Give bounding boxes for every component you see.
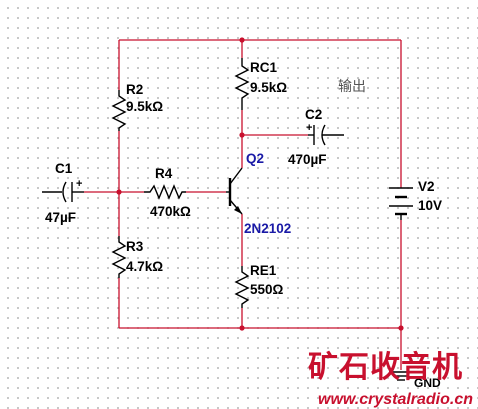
r3-name: R3 <box>126 239 144 254</box>
transistor-q2: Q2 2N2102 <box>226 151 291 236</box>
rc1-name: RC1 <box>250 60 277 75</box>
junction-dot <box>239 132 245 138</box>
re1-name: RE1 <box>250 263 277 278</box>
junction-dot <box>239 325 245 331</box>
c2-name: C2 <box>305 107 322 122</box>
battery-v2: V2 10V <box>389 179 442 220</box>
junction-dot <box>398 325 404 331</box>
c1-polarity: + <box>76 178 82 190</box>
v2-name: V2 <box>418 179 435 194</box>
ground-symbol: GND <box>389 371 441 390</box>
watermark-title: 矿石收音机 <box>308 350 463 385</box>
q2-model: 2N2102 <box>244 221 291 236</box>
resistor-r4: R4 470kΩ <box>144 166 191 219</box>
re1-value: 550Ω <box>250 282 284 297</box>
r4-value: 470kΩ <box>150 204 191 219</box>
junction-dots <box>116 37 404 331</box>
resistor-rc1: RC1 9.5kΩ <box>234 58 287 110</box>
capacitor-c1: + C1 47µF <box>42 161 84 225</box>
r2-value: 9.5kΩ <box>126 99 163 114</box>
output-label: 输出 <box>338 79 366 95</box>
c2-value: 470µF <box>288 152 327 167</box>
r2-name: R2 <box>126 82 143 97</box>
r3-value: 4.7kΩ <box>126 259 163 274</box>
emitter-arrow-icon <box>234 206 242 214</box>
rc1-value: 9.5kΩ <box>250 80 287 95</box>
resistor-r3: R3 4.7kΩ <box>111 236 163 278</box>
resistor-r2: R2 9.5kΩ <box>111 82 163 131</box>
junction-dot <box>116 189 122 195</box>
v2-value: 10V <box>418 198 442 213</box>
ground-label: GND <box>414 376 441 390</box>
q2-name: Q2 <box>246 151 264 166</box>
c1-value: 47µF <box>45 210 76 225</box>
resistor-re1: RE1 550Ω <box>234 263 284 308</box>
watermark-url: www.crystalradio.cn <box>318 391 473 408</box>
junction-dot <box>239 37 245 43</box>
capacitor-c2: + C2 470µF <box>288 107 344 167</box>
r4-name: R4 <box>155 166 173 181</box>
c2-polarity: + <box>306 122 312 134</box>
c1-name: C1 <box>55 161 73 176</box>
wires <box>84 39 402 370</box>
site-watermark: 矿石收音机 www.crystalradio.cn <box>308 350 473 408</box>
